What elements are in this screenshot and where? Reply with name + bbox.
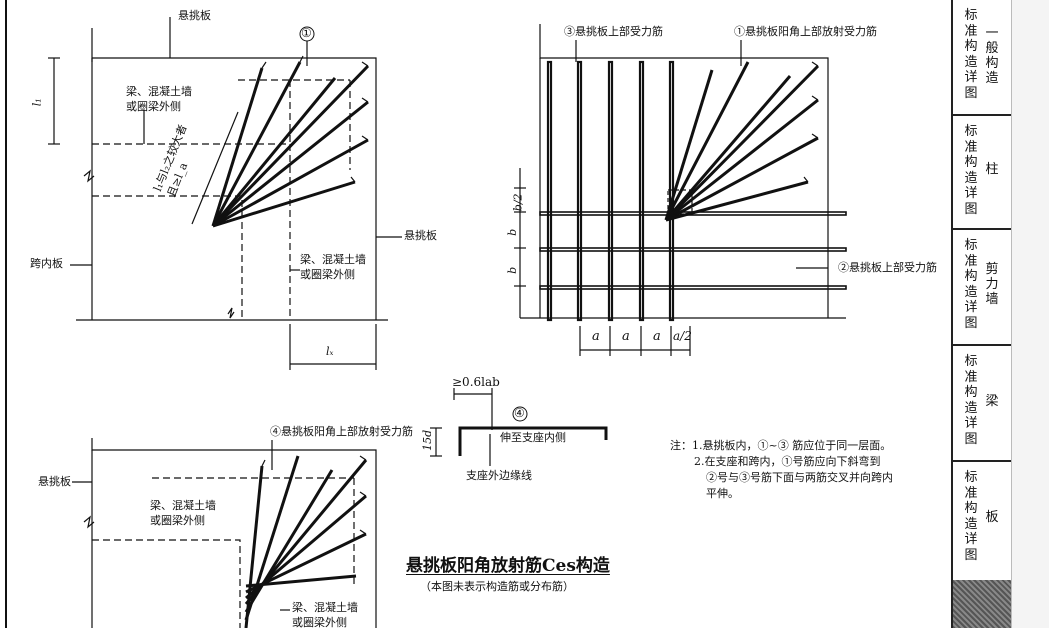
sidebar-name: 板 [985, 510, 999, 525]
label-cantilever-slab-left: 悬挑板 [38, 475, 71, 488]
dim-b2: b [506, 266, 520, 274]
cantilever-slab-outline [92, 57, 377, 320]
sidebar-std-label: 标准构造详图 [964, 8, 978, 101]
label-cantilever-slab-right: 悬挑板 [404, 229, 437, 242]
sidebar-name: 柱 [985, 162, 999, 177]
chapter-sidebar: 标准构造详图 一般构造 标准构造详图 柱 标准构造详图 剪力墙 标准构造详图 梁… [951, 0, 1013, 628]
drawing-subtitle: （本图未表示构造筋或分布筋） [420, 580, 574, 593]
label-inner-span-slab: 跨内板 [30, 257, 63, 270]
horizontal-bars-2 [539, 211, 847, 290]
bar2-label: ②悬挑板上部受力筋 [838, 261, 937, 274]
label-extend-to-support: 伸至支座内侧 [500, 431, 566, 444]
dim-b-half: b/2 [511, 193, 525, 212]
note-line-4: 平伸。 [706, 487, 739, 500]
label-wall-outer: 梁、混凝土墙 或圈梁外侧 [126, 85, 192, 113]
sidebar-std-label: 标准构造详图 [964, 354, 978, 447]
bar4-marker: ④ [514, 406, 525, 420]
label-wall-outer-4: 梁、混凝土墙 或圈梁外侧 [292, 601, 358, 629]
sidebar-section-shear-wall[interactable]: 标准构造详图 剪力墙 [953, 230, 1013, 346]
radial-bars-2 [664, 61, 820, 222]
dim-15d: 15d [421, 429, 435, 451]
anchor-length: ≥0.6lab [452, 375, 500, 389]
dim-a-half: a/2 [673, 329, 692, 343]
sidebar-name: 剪力墙 [985, 262, 999, 307]
notes-block: 注：1.悬挑板内，①~③ 筋应位于同一层面。 2.在支座和跨内，①号筋应向下斜弯… [670, 438, 893, 502]
sidebar-name: 梁 [985, 394, 999, 409]
bar3-label: ③悬挑板上部受力筋 [564, 25, 663, 38]
label-support-outer-edge: 支座外边缘线 [466, 469, 532, 482]
bar1-label: ①悬挑板阳角上部放射受力筋 [734, 25, 877, 38]
sidebar-std-label: 标准构造详图 [964, 124, 978, 217]
wall-line-dashed [92, 143, 291, 320]
radial-bars-1 [211, 61, 370, 228]
cantilever-outline-2 [91, 438, 377, 628]
vertical-bars-3 [546, 60, 675, 322]
label-wall-outer-3: 梁、混凝土墙 或圈梁外侧 [150, 499, 216, 527]
bar4-label: ④悬挑板阳角上部放射受力筋 [270, 425, 413, 438]
sidebar-std-label: 标准构造详图 [964, 238, 978, 331]
note-line-2: 2.在支座和跨内，①号筋应向下斜弯到 [694, 455, 881, 468]
radial-bars-3 [244, 455, 368, 629]
dim-l1: l₁ [30, 98, 44, 107]
plan-outline [539, 24, 829, 318]
note-line-1: 注：1.悬挑板内，①~③ 筋应位于同一层面。 [670, 439, 892, 452]
label-wall-outer-2: 梁、混凝土墙 或圈梁外侧 [300, 253, 366, 281]
sidebar-section-beam[interactable]: 标准构造详图 梁 [953, 346, 1013, 462]
bar4-shape [458, 426, 608, 456]
dim-a1: a [592, 329, 600, 344]
sidebar-section-slab[interactable]: 标准构造详图 板 [953, 462, 1013, 580]
note-line-3: ②号与③号筋下面与两筋交叉并向跨内 [706, 471, 893, 484]
sidebar-section-general[interactable]: 标准构造详图 一般构造 [953, 0, 1013, 116]
sidebar-name: 一般构造 [985, 26, 999, 86]
drawing-title: 悬挑板阳角放射筋Ces构造 [406, 556, 610, 576]
dim-b1: b [506, 228, 520, 236]
label-cantilever-slab: 悬挑板 [178, 9, 211, 22]
viewer-margin [1011, 0, 1049, 628]
sidebar-std-label: 标准构造详图 [964, 470, 978, 563]
sidebar-active-marker [953, 580, 1013, 628]
dim-lx: lₓ [326, 345, 334, 358]
sidebar-section-column[interactable]: 标准构造详图 柱 [953, 116, 1013, 230]
dim-a2: a [622, 329, 630, 344]
bar1-marker: ① [301, 26, 312, 40]
dim-a3: a [653, 329, 661, 344]
